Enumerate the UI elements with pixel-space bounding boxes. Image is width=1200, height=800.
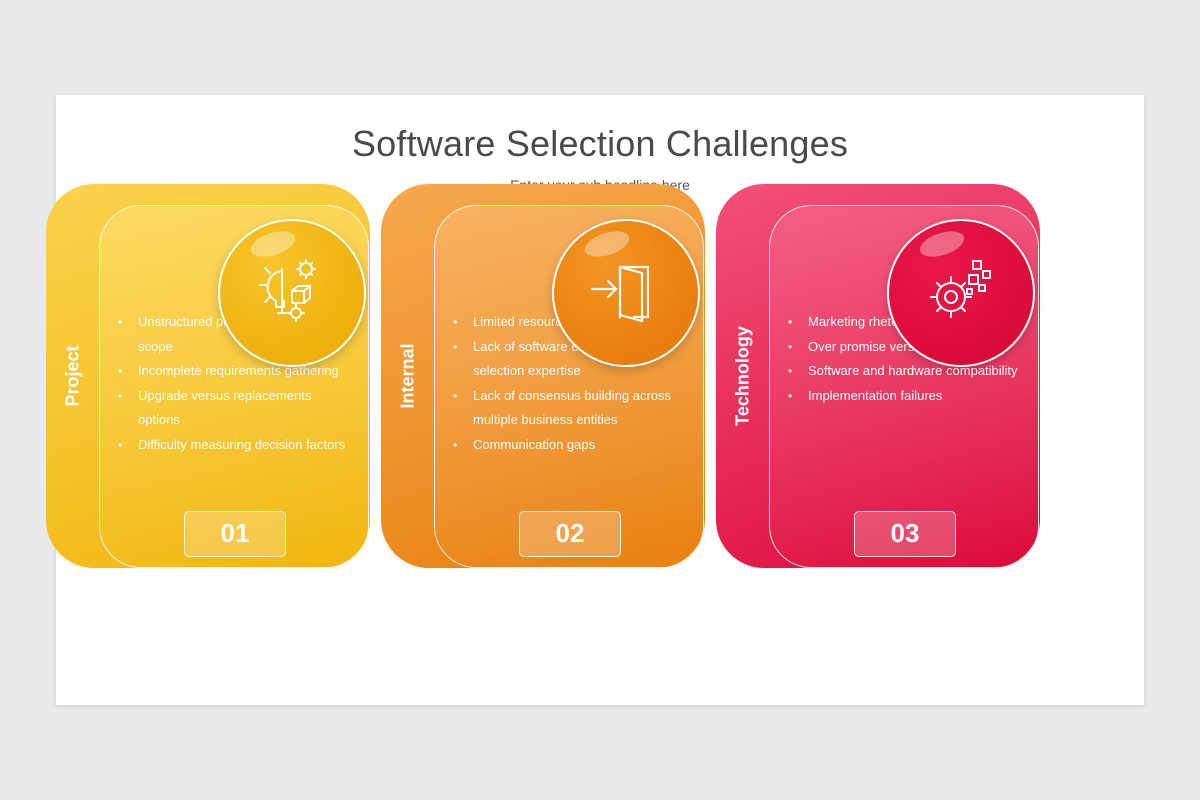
- list-item: Implementation failures: [786, 384, 1026, 409]
- card-label: Internal: [397, 343, 418, 409]
- icon-circle-technology: [887, 219, 1035, 367]
- digital-gear-icon: [921, 251, 1001, 336]
- card-number-badge: 02: [519, 511, 621, 557]
- idea-gear-icon: [252, 251, 332, 336]
- card-number-badge: 01: [184, 511, 286, 557]
- door-enter-icon: [586, 251, 666, 336]
- card-label: Technology: [732, 326, 753, 426]
- bullet-list: Unstructured project plan and unclear sc…: [116, 310, 356, 457]
- icon-circle-internal: [552, 219, 700, 367]
- list-item: Software and hardware compatibility: [786, 359, 1026, 384]
- icon-circle-project: [218, 219, 366, 367]
- list-item: Incomplete requirements gathering: [116, 359, 356, 384]
- page-title: Software Selection Challenges: [351, 123, 849, 164]
- card-label: Project: [62, 345, 83, 407]
- list-item: Difficulty measuring decision factors: [116, 433, 356, 458]
- list-item: Communication gaps: [451, 433, 691, 458]
- card-number-badge: 03: [854, 511, 956, 557]
- list-item: Upgrade versus replacements options: [116, 384, 356, 433]
- list-item: Lack of consensus building across multip…: [451, 384, 691, 433]
